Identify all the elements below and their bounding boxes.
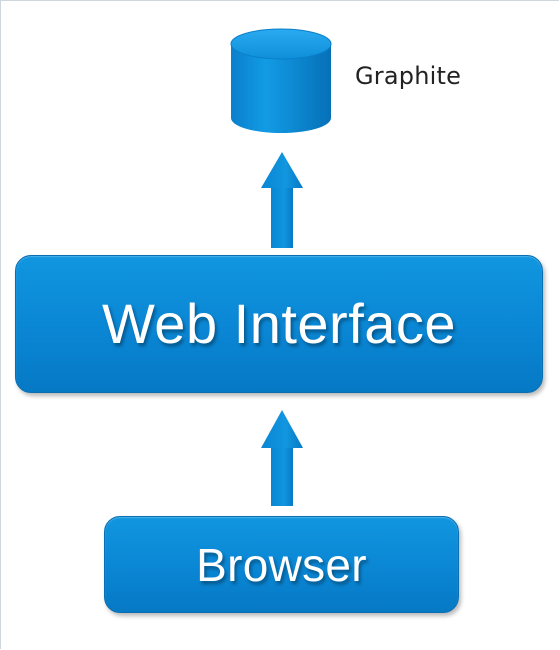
database-icon xyxy=(230,28,332,133)
arrow-browser-to-web-interface xyxy=(261,410,303,506)
web-interface-label: Web Interface xyxy=(101,292,457,355)
browser-label: Browser xyxy=(196,538,367,591)
arrow-web-interface-to-graphite xyxy=(261,152,303,248)
browser-node: Browser xyxy=(104,516,459,613)
graphite-label: Graphite xyxy=(355,62,462,90)
web-interface-node: Web Interface xyxy=(15,255,543,393)
